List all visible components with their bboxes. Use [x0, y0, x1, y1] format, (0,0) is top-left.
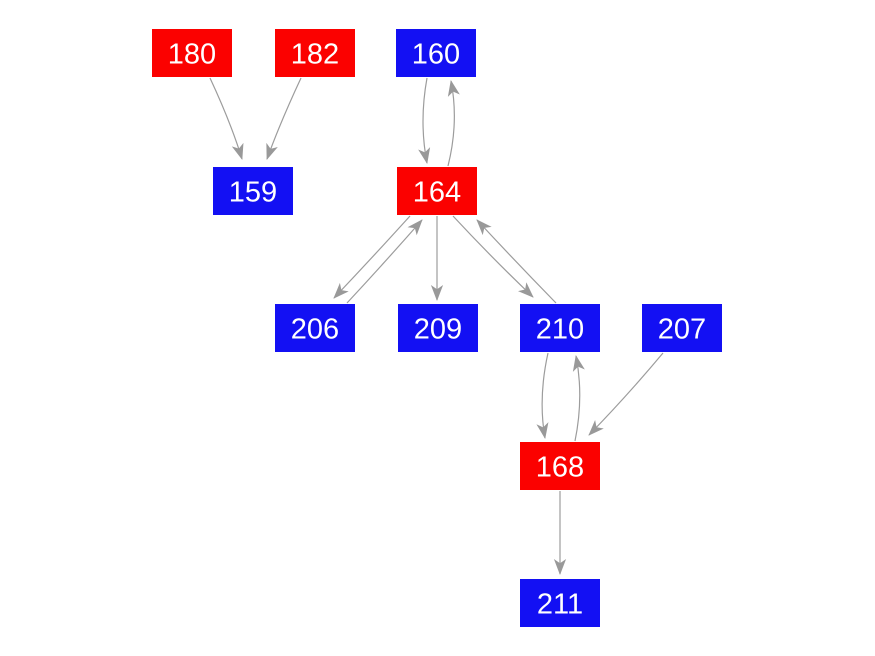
- graph-node-206: 206: [275, 304, 355, 352]
- graph-node-209: 209: [398, 304, 478, 352]
- node-rect-159: [213, 167, 293, 215]
- node-label-180: 180: [168, 38, 216, 70]
- node-rect-206: [275, 304, 355, 352]
- graph-node-207: 207: [642, 304, 722, 352]
- graph-node-211: 211: [520, 579, 600, 627]
- graph-node-160: 160: [396, 29, 476, 77]
- graph-node-168: 168: [520, 442, 600, 490]
- graph-node-180: 180: [152, 29, 232, 77]
- edge-210-to-164: [476, 219, 557, 304]
- edge-210-to-168: [536, 352, 549, 439]
- node-label-164: 164: [413, 176, 461, 208]
- graph-node-210: 210: [520, 304, 600, 352]
- graph-node-159: 159: [213, 167, 293, 215]
- node-label-211: 211: [537, 588, 583, 620]
- node-rect-180: [152, 29, 232, 77]
- node-layer: 180 182 160 159 164 206 209 210 207 168 211: [152, 29, 722, 627]
- node-label-168: 168: [536, 451, 584, 483]
- node-rect-168: [520, 442, 600, 490]
- edge-180-to-159: [209, 77, 244, 160]
- edge-206-to-164: [346, 219, 423, 304]
- node-label-209: 209: [414, 313, 462, 345]
- node-rect-210: [520, 304, 600, 352]
- edge-182-to-159: [266, 77, 302, 160]
- node-label-206: 206: [291, 313, 339, 345]
- node-rect-211: [520, 579, 600, 627]
- edge-164-to-160: [447, 80, 460, 167]
- edge-layer: [209, 77, 664, 575]
- node-label-182: 182: [291, 38, 339, 70]
- edge-164-to-210: [452, 215, 534, 298]
- node-rect-182: [275, 29, 355, 77]
- edge-160-to-164: [418, 77, 431, 164]
- node-label-160: 160: [412, 38, 460, 70]
- node-label-210: 210: [536, 313, 584, 345]
- graph-node-182: 182: [275, 29, 355, 77]
- node-label-159: 159: [229, 176, 277, 208]
- edge-207-to-168: [588, 352, 664, 436]
- node-rect-160: [396, 29, 476, 77]
- node-rect-207: [642, 304, 722, 352]
- edge-168-to-210: [572, 355, 585, 442]
- node-label-207: 207: [658, 313, 706, 345]
- graph-node-164: 164: [397, 167, 477, 215]
- edge-164-to-206: [333, 215, 411, 299]
- node-rect-209: [398, 304, 478, 352]
- node-rect-164: [397, 167, 477, 215]
